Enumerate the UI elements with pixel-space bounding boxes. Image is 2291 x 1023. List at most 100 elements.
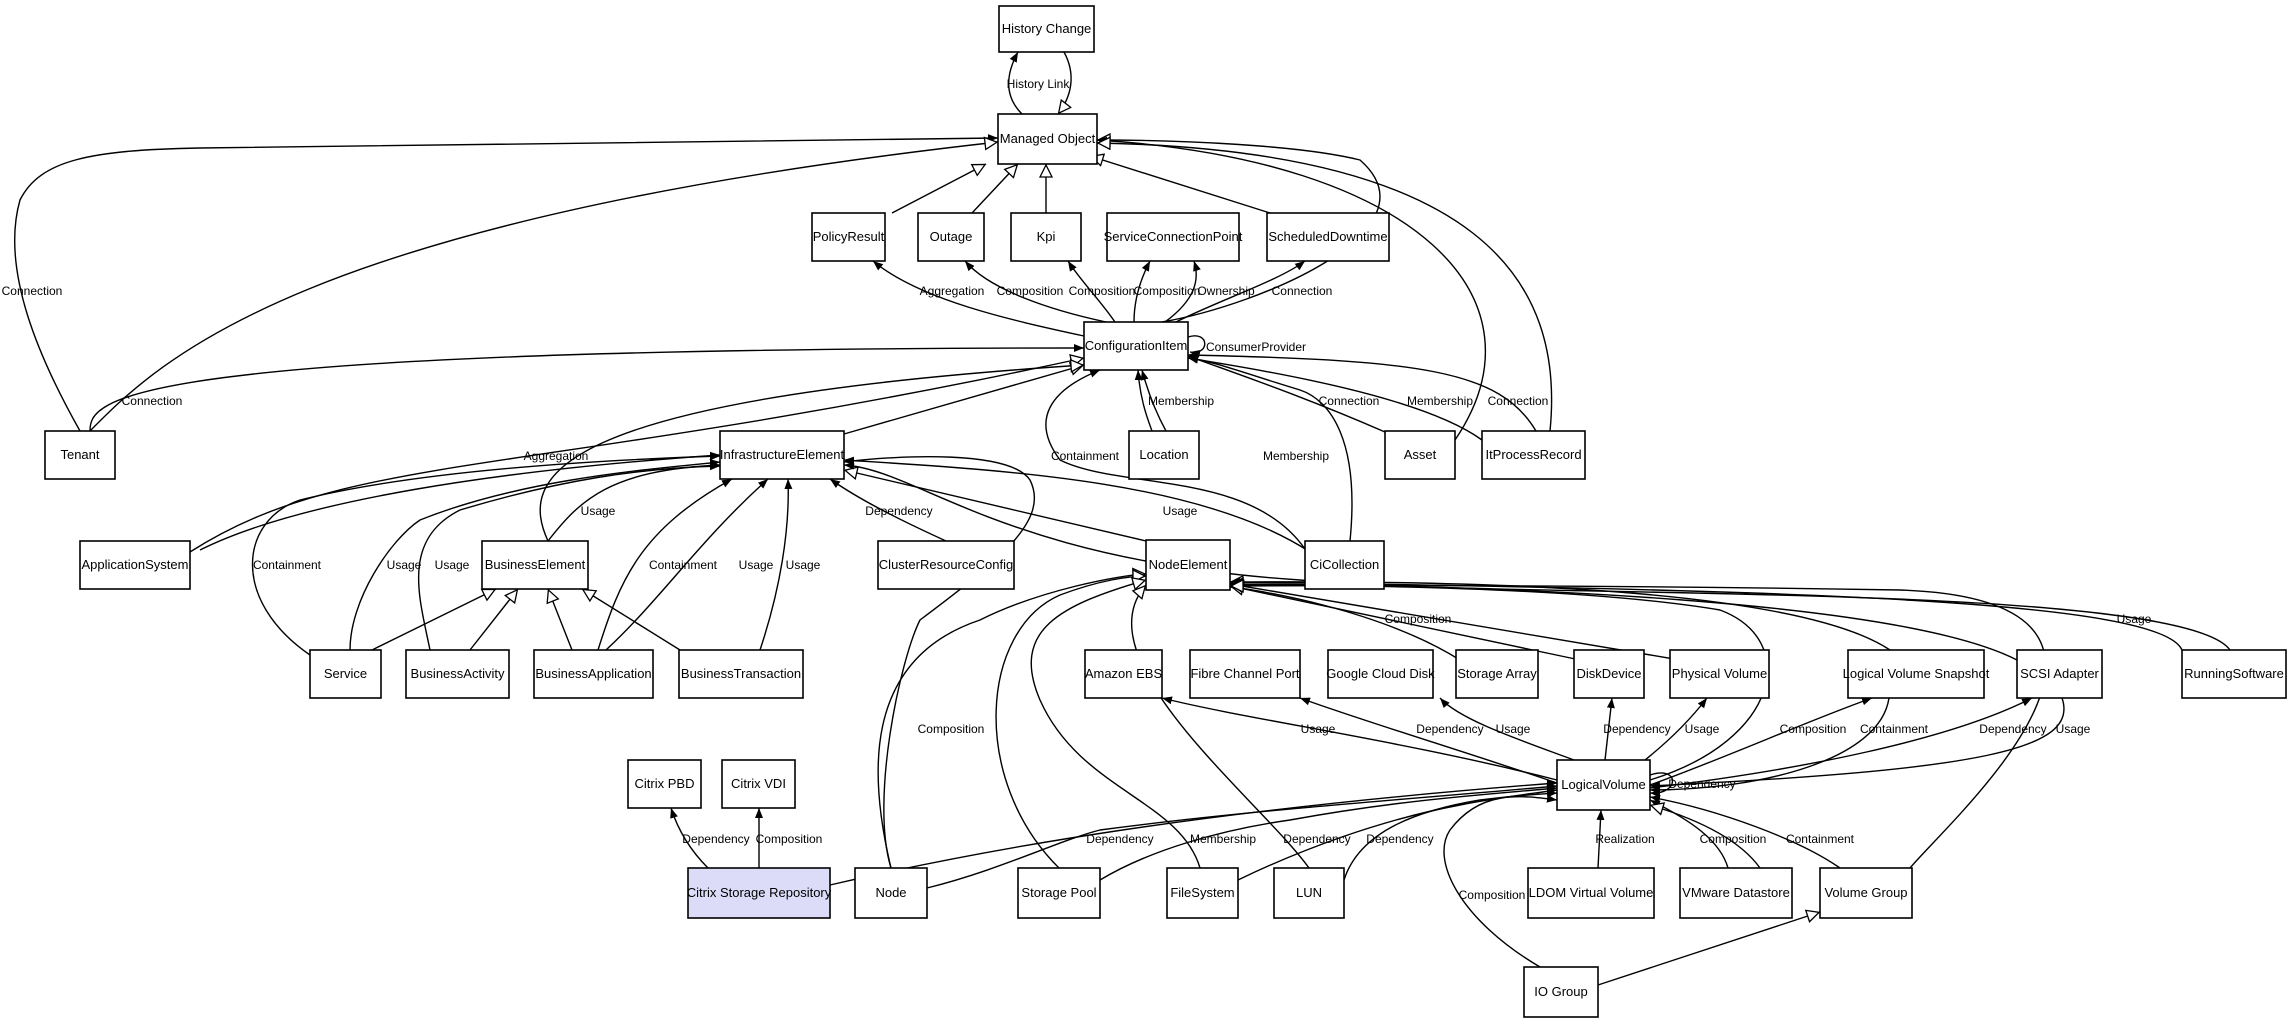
node-box (1481, 430, 1586, 480)
edge-citrix-storage-repository-to-citrix-pbd (670, 807, 709, 869)
class-node-business-transaction[interactable]: BusinessTransaction (678, 649, 804, 699)
node-label: History Change (1002, 21, 1092, 36)
edge-label: Dependency (1086, 832, 1153, 846)
class-node-citrix-pbd[interactable]: Citrix PBD (627, 759, 702, 809)
edge-business-transaction-to-infrastructure-element (759, 478, 793, 651)
edge-asset-to-managed-object (1096, 136, 1487, 441)
edge-configuration-item-to-outage (964, 260, 1107, 323)
edge-scsi-adapter-to-logical-volume (1649, 697, 2065, 790)
node-box (1273, 867, 1345, 919)
edge-business-transaction-to-business-element (582, 588, 681, 651)
edge-label: Composition (918, 722, 985, 736)
class-node-cluster-resource-config[interactable]: ClusterResourceConfig (877, 540, 1015, 590)
class-node-infrastructure-element[interactable]: InfrastructureElement (719, 430, 845, 480)
class-node-application-system[interactable]: ApplicationSystem (79, 540, 191, 590)
class-node-outage[interactable]: Outage (917, 212, 985, 262)
node-label: Kpi (1037, 229, 1056, 244)
node-label: LogicalVolume (1561, 777, 1646, 792)
class-node-physical-volume[interactable]: Physical Volume (1669, 649, 1770, 699)
node-box (1819, 867, 1913, 919)
edge-storage-pool-to-logical-volume (1099, 784, 1558, 881)
edge-label: Composition (756, 832, 823, 846)
edge-label: History Link (1007, 77, 1071, 91)
class-node-managed-object[interactable]: Managed Object (997, 113, 1098, 165)
edge-location-to-configuration-item (1134, 369, 1153, 432)
class-node-lun[interactable]: LUN (1273, 867, 1345, 919)
node-box (405, 649, 510, 699)
class-node-ldom-virtual-volume[interactable]: LDOM Virtual Volume (1527, 867, 1655, 919)
class-node-business-element[interactable]: BusinessElement (481, 540, 589, 590)
edge-label: Connection (122, 394, 183, 408)
edge-label: Containment (1786, 832, 1855, 846)
edge-logical-volume-to-amazon-ebs (1161, 696, 1558, 781)
edge-outage-to-managed-object (971, 163, 1019, 214)
edge-tenant-to-configuration-item (89, 344, 1085, 432)
class-node-amazon-ebs[interactable]: Amazon EBS (1084, 649, 1163, 699)
edge-asset-to-configuration-item (1187, 355, 1386, 433)
edge-label: Connection (1488, 394, 1549, 408)
node-label: LDOM Virtual Volume (1529, 885, 1654, 900)
node-box (1189, 649, 1301, 699)
class-node-it-process-record[interactable]: ItProcessRecord (1481, 430, 1586, 480)
class-node-policy-result[interactable]: PolicyResult (811, 212, 886, 262)
edge-logical-volume-to-logical-volume-snapshot (1649, 697, 1873, 786)
node-label: BusinessActivity (411, 666, 505, 681)
node-box (1847, 649, 1985, 699)
node-box (811, 212, 886, 262)
class-node-asset[interactable]: Asset (1384, 430, 1456, 480)
edge-running-software-to-infrastructure-element (843, 461, 2231, 651)
edge-label: Containment (1860, 722, 1929, 736)
class-node-storage-pool[interactable]: Storage Pool (1017, 867, 1101, 919)
class-node-citrix-storage-repository[interactable]: Citrix Storage Repository (687, 867, 832, 919)
node-label: Logical Volume Snapshot (1843, 666, 1990, 681)
class-node-scheduled-downtime[interactable]: ScheduledDowntime (1266, 212, 1390, 262)
edge-disk-device-to-node-element (1230, 586, 1581, 661)
edge-label: Composition (1780, 722, 1847, 736)
class-node-vmware-datastore[interactable]: VMware Datastore (1679, 867, 1793, 919)
class-node-fibre-channel-port[interactable]: Fibre Channel Port (1189, 649, 1301, 699)
node-box (1084, 649, 1163, 699)
class-node-citrix-vdi[interactable]: Citrix VDI (721, 759, 796, 809)
class-node-scsi-adapter[interactable]: SCSI Adapter (2016, 649, 2103, 699)
class-node-configuration-item[interactable]: ConfigurationItem (1083, 321, 1189, 371)
class-node-location[interactable]: Location (1128, 430, 1200, 480)
class-node-google-cloud-disk[interactable]: Google Cloud Disk (1326, 649, 1435, 699)
edge-label: Membership (1190, 832, 1256, 846)
node-label: IO Group (1534, 984, 1587, 999)
class-node-storage-array[interactable]: Storage Array (1455, 649, 1539, 699)
edge-label: Connection (1272, 284, 1333, 298)
class-node-node[interactable]: Node (854, 867, 928, 919)
class-node-volume-group[interactable]: Volume Group (1819, 867, 1913, 919)
node-label: Outage (930, 229, 973, 244)
class-node-node-element[interactable]: NodeElement (1145, 539, 1231, 591)
node-box (1669, 649, 1770, 699)
class-node-file-system[interactable]: FileSystem (1166, 867, 1239, 919)
node-box (1106, 212, 1240, 262)
node-box (877, 540, 1015, 590)
edge-label: Usage (435, 558, 470, 572)
edge-label: Usage (1685, 722, 1720, 736)
class-node-logical-volume[interactable]: LogicalVolume (1556, 759, 1651, 811)
class-node-ci-collection[interactable]: CiCollection (1304, 540, 1385, 590)
class-node-service[interactable]: Service (309, 649, 382, 699)
edge-label: ConsumerProvider (1206, 340, 1306, 354)
class-node-tenant[interactable]: Tenant (44, 430, 116, 480)
node-label: Citrix Storage Repository (687, 885, 832, 900)
node-label: Amazon EBS (1085, 666, 1163, 681)
class-node-business-activity[interactable]: BusinessActivity (405, 649, 510, 699)
class-node-io-group[interactable]: IO Group (1523, 966, 1599, 1018)
edge-label: Aggregation (524, 449, 589, 463)
class-node-business-application[interactable]: BusinessApplication (533, 649, 654, 699)
class-node-disk-device[interactable]: DiskDevice (1573, 649, 1645, 699)
class-node-logical-volume-snapshot[interactable]: Logical Volume Snapshot (1843, 649, 1990, 699)
edge-logical-volume-to-logical-volume (1649, 772, 1674, 798)
class-node-running-software[interactable]: RunningSoftware (2181, 649, 2287, 699)
edge-business-application-to-infrastructure-element (605, 478, 769, 651)
class-node-history-change[interactable]: History Change (998, 5, 1095, 53)
class-node-kpi[interactable]: Kpi (1010, 212, 1082, 262)
edge-label: Dependency (1366, 832, 1433, 846)
edge-business-activity-to-business-element (469, 588, 519, 651)
class-node-service-connection-point[interactable]: ServiceConnectionPoint (1104, 212, 1243, 262)
node-label: RunningSoftware (2184, 666, 2284, 681)
edge-it-process-record-to-configuration-item (1187, 351, 1537, 432)
